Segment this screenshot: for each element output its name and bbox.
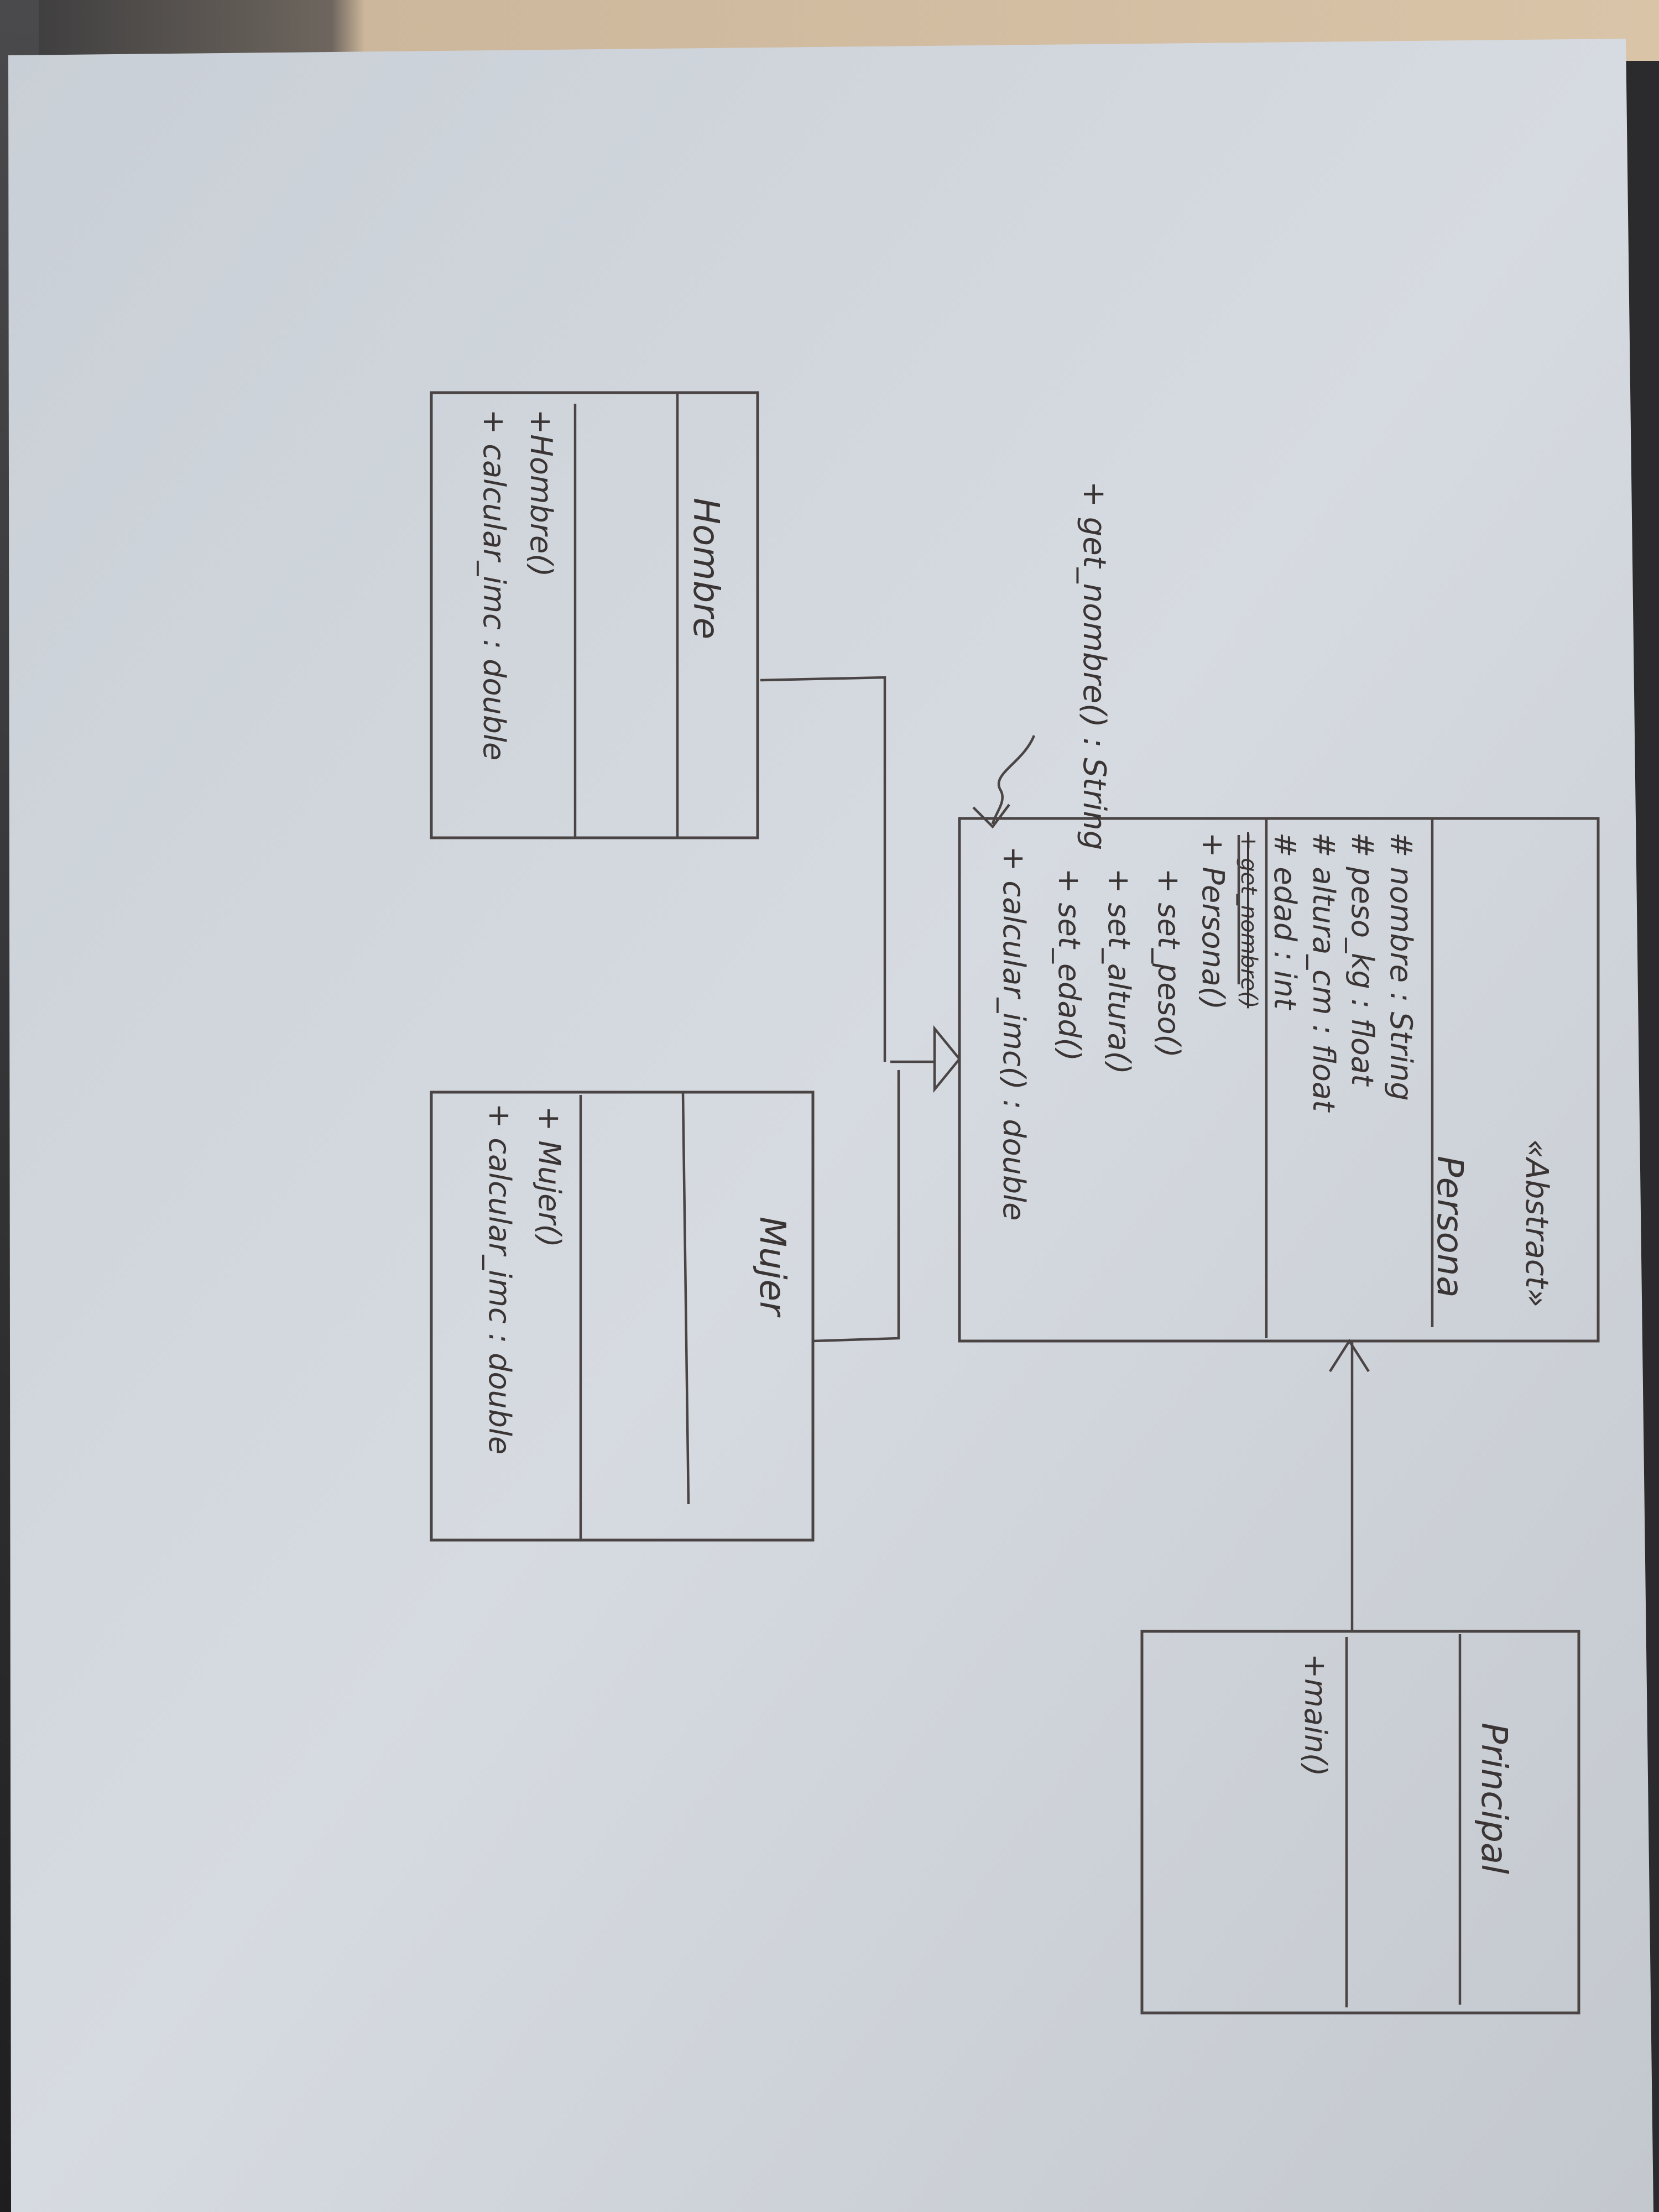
hombre-method: +Hombre() bbox=[524, 409, 559, 577]
inheritance-line-hombre bbox=[760, 676, 886, 1062]
mujer-method: + Mujer() bbox=[532, 1106, 567, 1248]
get-nombre-annotation: + get_nombre() : String bbox=[1076, 481, 1112, 850]
persona-attribute: # nombre : String bbox=[1384, 832, 1418, 1101]
persona-attribute: # altura_cm : float bbox=[1306, 832, 1341, 1113]
hombre-class-name: Hombre bbox=[685, 498, 726, 639]
persona-method: + Persona() bbox=[1196, 832, 1230, 1010]
hombre-method: + calcular_imc : double bbox=[477, 409, 512, 760]
annotation-arrow bbox=[991, 735, 1036, 825]
class-persona: «Abstract» Persona # nombre : String # p… bbox=[958, 817, 1600, 1343]
persona-stereotype: «Abstract» bbox=[1519, 1139, 1554, 1307]
mujer-class-name: Mujer bbox=[752, 1217, 792, 1318]
persona-method: + set_altura() bbox=[1102, 868, 1136, 1074]
persona-class-name: Persona bbox=[1429, 1156, 1470, 1298]
annotation-arrowhead bbox=[972, 804, 1010, 829]
persona-struck-method: + get_nombre() bbox=[1236, 832, 1261, 1008]
class-mujer: Mujer + Mujer() + calcular_imc : double bbox=[430, 1091, 815, 1542]
persona-method: + set_peso() bbox=[1151, 868, 1186, 1058]
persona-attribute: # peso_kg : float bbox=[1345, 832, 1380, 1087]
inheritance-line-mujer bbox=[812, 1070, 900, 1343]
mujer-method: + calcular_imc : double bbox=[482, 1103, 517, 1454]
persona-method: + calcular_imc() : double bbox=[997, 846, 1031, 1220]
association-arrowhead bbox=[1329, 1338, 1370, 1373]
class-principal: Principal +main() bbox=[1140, 1630, 1580, 2015]
inheritance-triangle bbox=[933, 1025, 961, 1093]
class-hombre: Hombre +Hombre() + calcular_imc : double bbox=[430, 391, 759, 839]
persona-method: + set_edad() bbox=[1052, 868, 1087, 1061]
principal-class-name: Principal bbox=[1473, 1723, 1514, 1874]
persona-attribute: # edad : int bbox=[1267, 832, 1302, 1010]
principal-method: +main() bbox=[1298, 1653, 1333, 1776]
